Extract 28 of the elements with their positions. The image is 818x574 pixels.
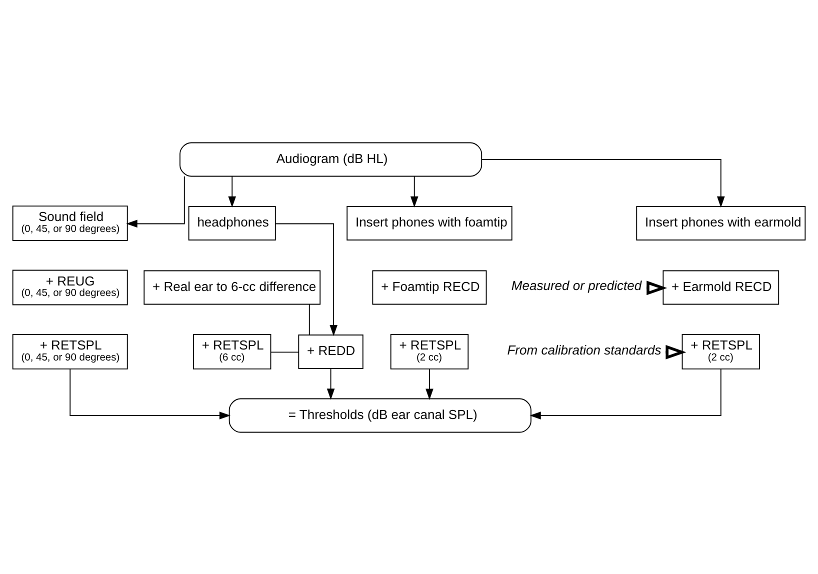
arrow xyxy=(410,176,418,208)
arrow xyxy=(326,368,335,400)
node-box: + RETSPL (6 cc) xyxy=(193,334,272,369)
node-box: + Earmold RECD xyxy=(662,270,780,304)
node-box: + REDD xyxy=(298,334,364,368)
connector xyxy=(308,303,310,335)
node-box: Insert phones with foamtip xyxy=(346,206,512,240)
node-box: headphones xyxy=(188,206,276,240)
node-box: = Thresholds (dB ear canal SPL) xyxy=(228,398,532,432)
connector xyxy=(270,351,300,352)
arrow xyxy=(228,176,236,208)
node-text: From calibration standards xyxy=(507,342,662,357)
arrow xyxy=(481,158,725,208)
node-box: + RETSPL (0, 45, or 90 degrees) xyxy=(12,334,128,369)
node-box: Insert phones with earmold xyxy=(636,206,806,240)
node-box: Sound field (0, 45, or 90 degrees) xyxy=(12,205,128,240)
arrow xyxy=(70,368,231,419)
node-box: + RETSPL (2 cc) xyxy=(682,334,760,369)
node-box: Audiogram (dB HL) xyxy=(180,142,482,176)
arrow xyxy=(426,368,434,400)
node-box: + Real ear to 6-cc difference xyxy=(144,270,321,304)
node-box: + Foamtip RECD xyxy=(372,270,487,304)
arrow xyxy=(530,368,722,419)
node-box: + REUG (0, 45, or 90 degrees) xyxy=(12,269,128,305)
arrow xyxy=(126,175,185,228)
node-box: + RETSPL (2 cc) xyxy=(390,334,469,369)
node-text: Measured or predicted xyxy=(511,278,642,293)
arrow xyxy=(274,222,338,336)
